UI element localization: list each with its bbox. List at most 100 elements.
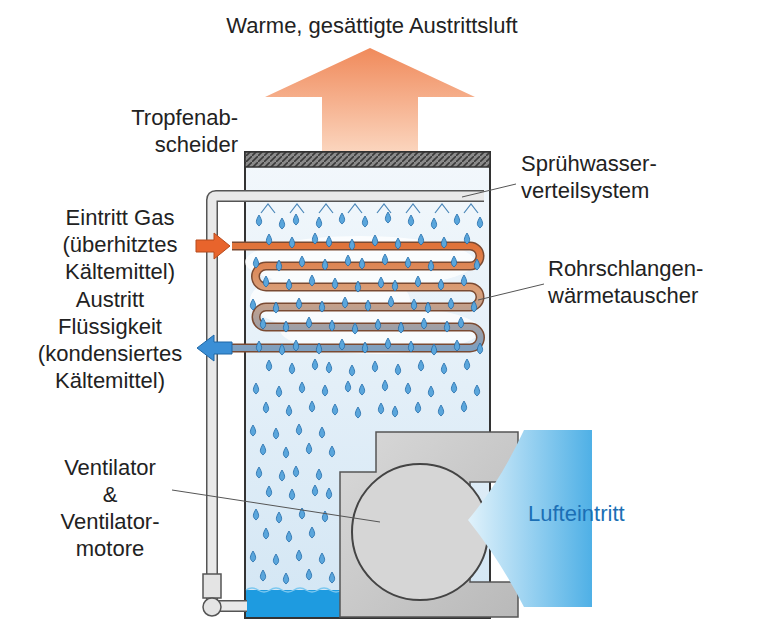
water-droplet [355, 407, 360, 418]
water-droplet [362, 216, 367, 227]
water-droplet [260, 570, 265, 581]
water-droplet [250, 299, 255, 310]
water-droplet [339, 339, 344, 350]
water-droplet [256, 467, 261, 478]
water-droplet [253, 509, 258, 520]
water-droplet [306, 317, 311, 328]
water-droplet [388, 296, 393, 307]
water-droplet [418, 360, 423, 371]
outlet-air-label: Warme, gesättigte Austrittsluft [226, 12, 517, 39]
water-droplet [382, 380, 387, 391]
part-label: Ventilator & Ventilator- motore [60, 454, 159, 562]
water-droplet [273, 428, 278, 439]
spray-nozzle [348, 204, 362, 213]
water-droplet [365, 300, 370, 311]
water-droplet [425, 302, 430, 313]
water-droplet [296, 424, 301, 435]
water-droplet [273, 554, 278, 565]
water-droplet [392, 280, 397, 291]
water-droplet [276, 512, 281, 523]
spray-nozzle [319, 204, 333, 213]
water-droplet [256, 215, 261, 226]
water-droplet [283, 573, 288, 584]
part-label: Rohrschlangen- wärmetauscher [548, 255, 703, 309]
water-droplet [316, 469, 321, 480]
water-droplet [256, 341, 261, 352]
water-droplet [293, 214, 298, 225]
housing [245, 152, 490, 618]
water-droplet [316, 343, 321, 354]
water-droplet [286, 405, 291, 416]
water-droplet [339, 213, 344, 224]
water-droplet [441, 237, 446, 248]
water-droplet [286, 531, 291, 542]
water-droplet [332, 278, 337, 289]
water-droplet [250, 425, 255, 436]
water-droplet [428, 260, 433, 271]
water-droplet [260, 444, 265, 455]
water-droplet [329, 446, 334, 457]
water-droplet [276, 260, 281, 271]
water-droplet [448, 298, 453, 309]
water-droplet [266, 360, 271, 371]
water-basin [246, 590, 344, 617]
water-droplet [319, 553, 324, 564]
water-droplet [312, 233, 317, 244]
water-droplet [454, 340, 459, 351]
water-droplet [283, 321, 288, 332]
water-droplet [312, 485, 317, 496]
water-droplet [263, 276, 268, 287]
water-droplet [342, 297, 347, 308]
water-droplet [392, 406, 397, 417]
water-droplet [451, 256, 456, 267]
water-droplet [329, 572, 334, 583]
water-droplet [464, 233, 469, 244]
water-droplet [352, 323, 357, 334]
water-droplet [345, 255, 350, 266]
water-droplet [279, 344, 284, 355]
water-droplet [428, 386, 433, 397]
liquid-outlet-arrow [197, 335, 232, 361]
water-droplet [415, 402, 420, 413]
water-droplet [250, 551, 255, 562]
outlet-label: Austritt Flüssigkeit (kondensiertes Kält… [38, 286, 182, 394]
spray-nozzles [261, 204, 478, 213]
water-droplet [306, 569, 311, 580]
water-droplet [385, 212, 390, 223]
water-droplet [385, 338, 390, 349]
water-droplet [359, 258, 364, 269]
spray-nozzle [261, 204, 275, 213]
water-droplet [359, 384, 364, 395]
spray-nozzle [464, 204, 478, 213]
part-label: Sprühwasser- verteilsystem [521, 150, 657, 204]
water-droplet [461, 275, 466, 286]
water-droplet [253, 257, 258, 268]
water-droplet [322, 385, 327, 396]
water-droplet [296, 298, 301, 309]
water-droplet [273, 302, 278, 313]
water-droplet [454, 214, 459, 225]
water-droplet [349, 239, 354, 250]
water-droplet [309, 527, 314, 538]
water-droplet [458, 317, 463, 328]
vapour [245, 236, 480, 354]
water-droplet [322, 259, 327, 270]
water-droplet [309, 275, 314, 286]
water-droplet [326, 362, 331, 373]
water-droplet [316, 217, 321, 228]
water-droplet [395, 364, 400, 375]
water-droplet [329, 320, 334, 331]
water-droplet [431, 344, 436, 355]
water-droplet [415, 276, 420, 287]
spray-nozzle [290, 204, 304, 213]
water-droplet [461, 401, 466, 412]
water-droplet [293, 340, 298, 351]
water-droplet [345, 381, 350, 392]
water-droplet [372, 361, 377, 372]
water-droplet [276, 386, 281, 397]
water-droplet [322, 511, 327, 522]
water-droplet [253, 383, 258, 394]
water-droplet [411, 299, 416, 310]
water-droplet [266, 234, 271, 245]
